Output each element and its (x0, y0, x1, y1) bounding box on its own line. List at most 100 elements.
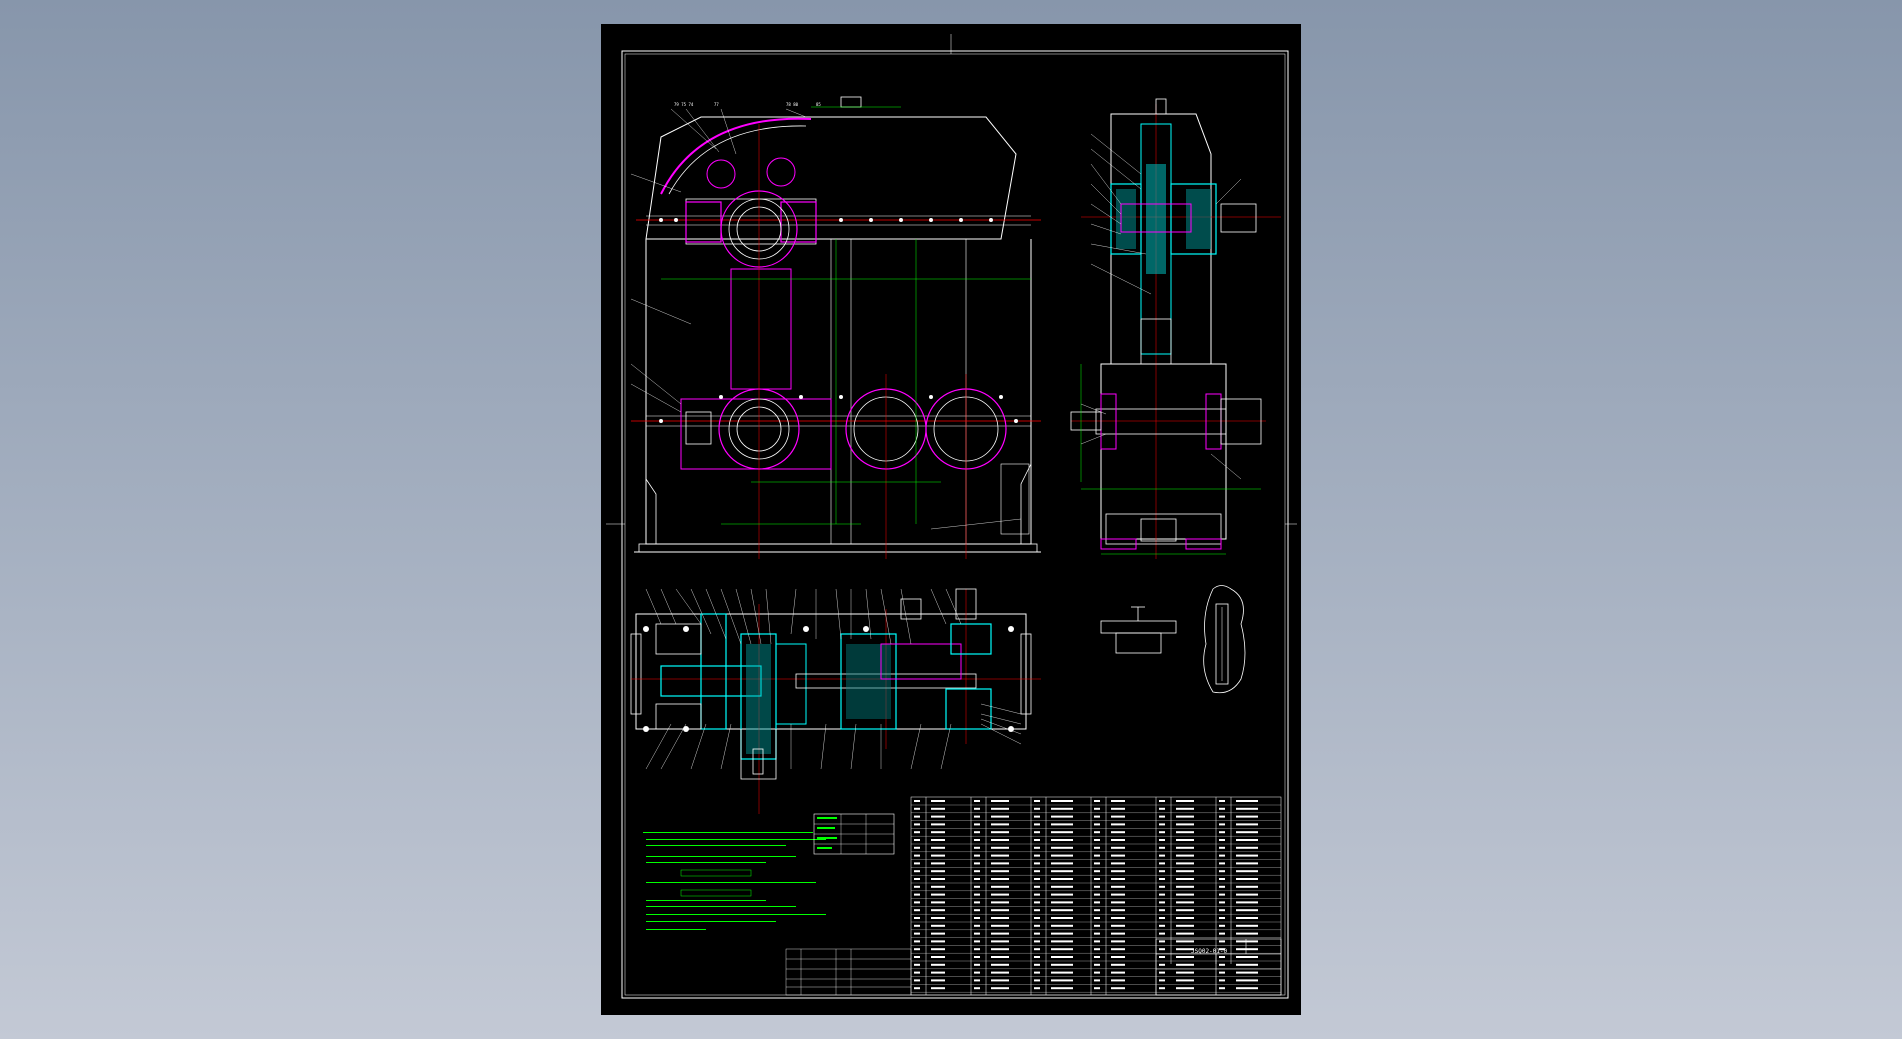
parts-list-cell-glyph (1236, 831, 1258, 834)
svg-text:78 80: 78 80 (786, 102, 799, 107)
parts-list-cell-glyph (1094, 948, 1100, 951)
parts-list-cell-glyph (974, 924, 980, 927)
parts-list-cell-glyph (1034, 831, 1040, 834)
parts-list-cell-glyph (914, 807, 920, 810)
parts-list-cell-glyph (1111, 901, 1125, 904)
parts-list-cell-glyph (974, 963, 980, 966)
parts-list-cell-glyph (991, 909, 1009, 912)
parts-list-cell-glyph (1034, 807, 1040, 810)
parts-list-cell-glyph (914, 987, 920, 990)
parts-list-cell-glyph (914, 956, 920, 958)
parts-list-cell-glyph (1034, 932, 1040, 935)
parts-list-cell-glyph (1111, 831, 1125, 834)
parts-list-cell-glyph (1111, 932, 1125, 935)
parts-list-cell-glyph (991, 839, 1009, 841)
parts-list-cell-glyph (1034, 839, 1040, 841)
parts-list-cell-glyph (1034, 940, 1040, 943)
parts-list-cell-glyph (1219, 971, 1225, 974)
parts-list-cell-glyph (1094, 909, 1100, 912)
parts-list-cell-glyph (1111, 940, 1125, 943)
parts-list-cell-glyph (1051, 924, 1073, 927)
parts-list-cell-glyph (1176, 971, 1194, 974)
parts-list-cell-glyph (1111, 846, 1125, 849)
parts-list-cell-glyph (1176, 823, 1194, 826)
parts-list-cell-glyph (1159, 800, 1165, 802)
parts-list-cell-glyph (1051, 963, 1073, 966)
parts-list-cell-glyph (931, 924, 945, 927)
parts-list-cell-glyph (1219, 948, 1225, 951)
parts-list-cell-glyph (974, 901, 980, 904)
parts-list-cell-glyph (931, 823, 945, 826)
parts-list-cell-glyph (1219, 823, 1225, 826)
parts-list-cell-glyph (1236, 971, 1258, 974)
parts-list-cell-glyph (1111, 862, 1125, 865)
parts-list-cell-glyph (931, 831, 945, 834)
parts-list-cell-glyph (974, 854, 980, 857)
parts-list-cell-glyph (1219, 815, 1225, 818)
parts-list-cell-glyph (991, 940, 1009, 943)
parts-list-cell-glyph (1159, 831, 1165, 834)
parts-list-cell-glyph (1094, 987, 1100, 990)
svg-text:77: 77 (714, 102, 719, 107)
parts-list-cell-glyph (931, 901, 945, 904)
parts-list-cell-glyph (1051, 932, 1073, 935)
parts-list-cell-glyph (1219, 963, 1225, 966)
svg-text:85: 85 (816, 102, 821, 107)
parts-list-cell-glyph (1034, 987, 1040, 990)
parts-list-cell-glyph (931, 870, 945, 873)
parts-list-cell-glyph (1176, 987, 1194, 990)
parts-list-cell-glyph (1094, 831, 1100, 834)
parts-list-cell-glyph (1111, 956, 1125, 958)
parts-list-cell-glyph (1111, 917, 1125, 919)
parts-list-cell-glyph (1051, 854, 1073, 857)
parts-list-cell-glyph (931, 846, 945, 849)
parts-list-cell-glyph (1094, 815, 1100, 818)
parts-list-cell-glyph (1094, 854, 1100, 857)
parts-list-cell-glyph (1159, 971, 1165, 974)
parts-list-cell-glyph (1176, 917, 1194, 919)
parts-list-cell-glyph (1111, 979, 1125, 982)
parts-list-cell-glyph (1176, 839, 1194, 841)
parts-list-cell-glyph (1219, 878, 1225, 880)
parts-list-cell-glyph (1236, 932, 1258, 935)
parts-list-cell-glyph (1219, 870, 1225, 873)
parts-list-cell-glyph (1236, 979, 1258, 982)
parts-list-text (914, 800, 1258, 990)
parts-list-cell-glyph (1094, 924, 1100, 927)
parts-list-cell-glyph (1159, 815, 1165, 818)
parts-list-cell-glyph (1051, 815, 1073, 818)
parts-list-cell-glyph (1159, 807, 1165, 810)
parts-list-cell-glyph (1051, 987, 1073, 990)
parts-list-cell-glyph (974, 800, 980, 802)
parts-list-cell-glyph (1094, 839, 1100, 841)
parts-list-cell-glyph (991, 862, 1009, 865)
parts-list-cell-glyph (914, 823, 920, 826)
parts-list-cell-glyph (1219, 901, 1225, 904)
parts-list-cell-glyph (1034, 963, 1040, 966)
parts-list-cell-glyph (1051, 893, 1073, 896)
parts-list-cell-glyph (1159, 878, 1165, 880)
parts-list-cell-glyph (974, 885, 980, 888)
parts-list-cell-glyph (1094, 885, 1100, 888)
parts-list-cell-glyph (974, 956, 980, 958)
parts-list-cell-glyph (931, 987, 945, 990)
parts-list-cell-glyph (1159, 885, 1165, 888)
parts-list-cell-glyph (991, 831, 1009, 834)
parts-list-cell-glyph (914, 940, 920, 943)
parts-list (910, 796, 1282, 996)
parts-list-cell-glyph (931, 885, 945, 888)
parts-list-cell-glyph (1094, 932, 1100, 935)
parts-list-cell-glyph (1176, 885, 1194, 888)
parts-list-cell-glyph (1236, 862, 1258, 865)
parts-list-cell-glyph (1219, 800, 1225, 802)
parts-list-cell-glyph (991, 815, 1009, 818)
parts-list-cell-glyph (1111, 924, 1125, 927)
parts-list-cell-glyph (974, 987, 980, 990)
parts-list-cell-glyph (1176, 979, 1194, 982)
parts-list-cell-glyph (991, 948, 1009, 951)
parts-list-cell-glyph (1111, 971, 1125, 974)
parts-list-cell-glyph (1236, 854, 1258, 857)
parts-list-cell-glyph (1159, 909, 1165, 912)
